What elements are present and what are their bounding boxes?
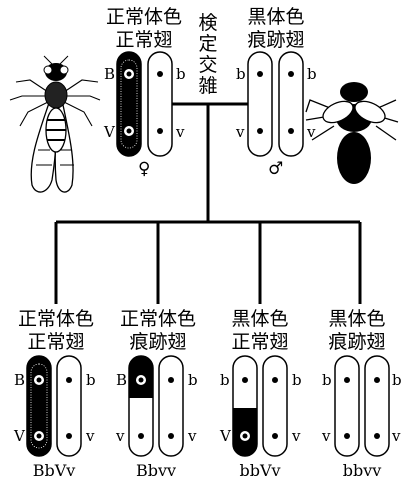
offspring-2-gene-bottom-right: v [188, 428, 196, 444]
cross-label-char-4: 雑 [196, 75, 220, 97]
cross-label-char-1: 検 [196, 12, 220, 34]
offspring-4-wing: 痕跡翅 [314, 331, 400, 353]
offspring-4-body: 黒体色 [314, 308, 400, 330]
male-gene-top-right: b [307, 66, 317, 82]
offspring-1-wing: 正常翅 [8, 331, 104, 353]
offspring-1-gene-bottom-left: V [14, 428, 25, 444]
offspring-1-chromosomes [27, 356, 81, 456]
offspring-4-genotype: bbvv [322, 462, 402, 480]
male-gene-top-left: b [236, 66, 246, 82]
female-symbol: ♀ [138, 160, 150, 178]
male-symbol: ♂ [268, 160, 283, 178]
female-phenotype-wing: 正常翅 [96, 29, 192, 51]
offspring-3-chromosomes [233, 356, 287, 456]
offspring-1-gene-top-left: B [14, 372, 25, 388]
cross-label-char-2: 定 [196, 33, 220, 55]
offspring-3-wing: 正常翅 [212, 331, 308, 353]
male-gene-bottom-right: v [307, 124, 315, 140]
offspring-3-gene-top-left: b [220, 372, 230, 388]
male-phenotype-body: 黒体色 [228, 6, 324, 28]
female-phenotype-body: 正常体色 [96, 6, 192, 28]
male-phenotype-wing: 痕跡翅 [228, 29, 324, 51]
offspring-4-chromosomes [335, 356, 389, 456]
offspring-2-gene-top-left: B [116, 372, 127, 388]
offspring-3-gene-top-right: b [292, 372, 302, 388]
cross-label-char-3: 交 [196, 54, 220, 76]
offspring-4-gene-bottom-left: v [322, 428, 330, 444]
female-chromosome-pair [117, 52, 172, 156]
offspring-4-gene-top-right: b [392, 372, 402, 388]
male-chromosome-pair [248, 52, 303, 156]
offspring-2-gene-top-right: b [188, 372, 198, 388]
offspring-1-gene-top-right: b [86, 372, 96, 388]
offspring-2-genotype: Bbvv [116, 462, 196, 480]
male-fly-illustration [306, 82, 398, 184]
offspring-4-gene-bottom-right: v [392, 428, 400, 444]
offspring-3-genotype: bbVv [220, 462, 300, 480]
female-gene-top-right: b [176, 66, 186, 82]
male-gene-bottom-left: v [236, 124, 244, 140]
offspring-1-body: 正常体色 [8, 308, 104, 330]
female-gene-top-left: B [104, 66, 115, 82]
offspring-2-gene-bottom-left: v [116, 428, 124, 444]
offspring-2-body: 正常体色 [110, 308, 206, 330]
offspring-2-wing: 痕跡翅 [110, 331, 206, 353]
offspring-3-gene-bottom-right: v [292, 428, 300, 444]
offspring-3-gene-bottom-left: V [220, 428, 231, 444]
offspring-1-gene-bottom-right: v [86, 428, 94, 444]
female-gene-bottom-left: V [104, 124, 115, 140]
offspring-4-gene-top-left: b [322, 372, 332, 388]
female-gene-bottom-right: v [176, 124, 184, 140]
offspring-3-body: 黒体色 [212, 308, 308, 330]
offspring-2-chromosomes [129, 356, 183, 456]
offspring-1-genotype: BbVv [14, 462, 94, 480]
